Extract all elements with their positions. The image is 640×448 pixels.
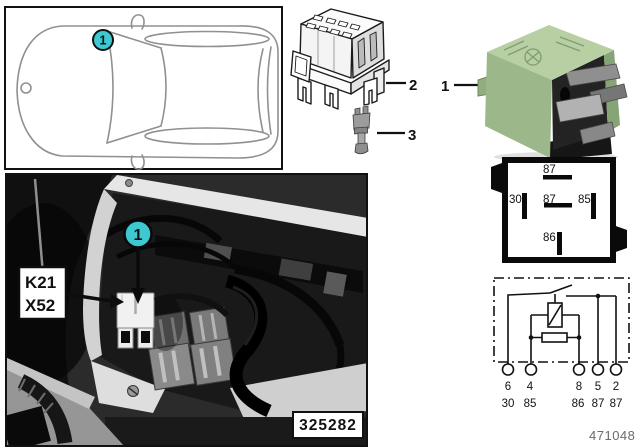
- label-arrow-line: [65, 292, 112, 303]
- image-number: 325282: [299, 417, 357, 434]
- relay-pin: [565, 63, 621, 87]
- relay-markings: [503, 36, 585, 66]
- pinout-terminals: 87 30 87 85 86: [509, 164, 596, 255]
- resistor: [541, 332, 568, 343]
- item-2-label: 2: [386, 77, 417, 94]
- pin-number: 6: [505, 381, 511, 393]
- terminal-85: 85: [578, 194, 591, 206]
- relay-pin: [579, 121, 616, 145]
- terminal-bar: [522, 193, 527, 219]
- photo-callout-1: 1: [123, 219, 153, 304]
- callout-circle: [92, 29, 114, 51]
- callout-arrow-head: [131, 288, 145, 304]
- pin-number: 2: [613, 381, 619, 393]
- pin-number: 5: [595, 381, 601, 393]
- relay-photo: 1: [441, 25, 628, 160]
- terminal-number: 30: [502, 398, 515, 410]
- label-box: [17, 265, 68, 321]
- car-hood-emblem: [20, 82, 32, 94]
- callout-circle: [123, 219, 153, 249]
- holder-leg: [297, 77, 312, 105]
- k21-connector: [116, 292, 155, 349]
- relay-holder-drawing: 2 3: [290, 8, 417, 155]
- pin-number: 8: [576, 381, 582, 393]
- item-number: 3: [408, 127, 416, 144]
- housing-rim-left: [83, 189, 117, 361]
- hose: [224, 274, 272, 417]
- housing-rim-top: [104, 175, 368, 237]
- relay-blocks: [148, 306, 238, 391]
- terminal-number: 87: [610, 398, 623, 410]
- schematic-terminals: [501, 363, 623, 376]
- holder-leg: [363, 77, 378, 106]
- terminal-87-top: 87: [543, 164, 556, 176]
- label-arrow-head: [110, 294, 124, 309]
- car-outline: [16, 14, 279, 170]
- car-mirror-right: [130, 154, 145, 170]
- item-number: 2: [409, 77, 417, 94]
- terminal-number: 86: [572, 398, 585, 410]
- car-mirror-left: [130, 14, 145, 30]
- terminal-86: 86: [543, 232, 556, 244]
- pin-number: 4: [527, 381, 534, 393]
- schematic-terminal-row: 30 85 86 87 87: [502, 398, 623, 410]
- schematic-pin-row: 6 4 8 5 2: [505, 381, 619, 393]
- k21-x52-label: K21 X52: [17, 265, 124, 321]
- relay-circuit-schematic: 6 4 8 5 2 30 85 86 87 87: [493, 277, 630, 410]
- item-number: 1: [441, 78, 449, 95]
- roundel-emblem: [524, 48, 542, 66]
- pinout-left-tab: [491, 163, 502, 193]
- relay-front-face: [485, 52, 552, 158]
- relay-art: [477, 25, 628, 160]
- callout-number: 1: [134, 227, 143, 244]
- component-code: K21: [25, 273, 56, 292]
- holder-clip: [290, 50, 312, 83]
- item-3-label: 3: [377, 127, 416, 144]
- pinout-right-tab: [613, 225, 627, 253]
- relay-holder-art: [290, 8, 390, 110]
- terminal-bar: [544, 203, 572, 208]
- bus-terminal-art: [352, 105, 371, 155]
- schematic-boundary: [493, 277, 630, 363]
- car-callout-1: 1: [92, 29, 114, 51]
- relay-top-face: [487, 25, 614, 80]
- terminal-bar: [557, 232, 562, 255]
- car-side-window-left: [144, 30, 270, 48]
- callout-number: 1: [100, 34, 107, 48]
- item-1-label: 1: [441, 78, 478, 95]
- relay-pinout-diagram: 87 30 87 85 86: [491, 157, 627, 263]
- engine-bay-photo: 1 K21 X52 325282: [5, 173, 368, 447]
- photo-border: [5, 173, 368, 447]
- car-location-panel: 1: [4, 6, 283, 170]
- car-panel-border: [4, 6, 283, 170]
- car-rear-window: [257, 48, 264, 133]
- connector-code: X52: [25, 296, 55, 315]
- car-side-window-right: [144, 127, 270, 145]
- junction-dots: [528, 293, 601, 340]
- terminal-number: 87: [592, 398, 605, 410]
- switch-contact: [549, 284, 573, 294]
- terminal-30: 30: [509, 194, 522, 206]
- holder-leg: [324, 84, 339, 110]
- terminal-bar: [543, 175, 572, 180]
- document-number: 471048: [589, 428, 636, 443]
- terminal-bar: [591, 193, 596, 219]
- relay-pin: [555, 93, 605, 123]
- terminal-number: 85: [524, 398, 537, 410]
- badge-box: [292, 411, 364, 439]
- image-number-badge: 325282: [292, 411, 364, 439]
